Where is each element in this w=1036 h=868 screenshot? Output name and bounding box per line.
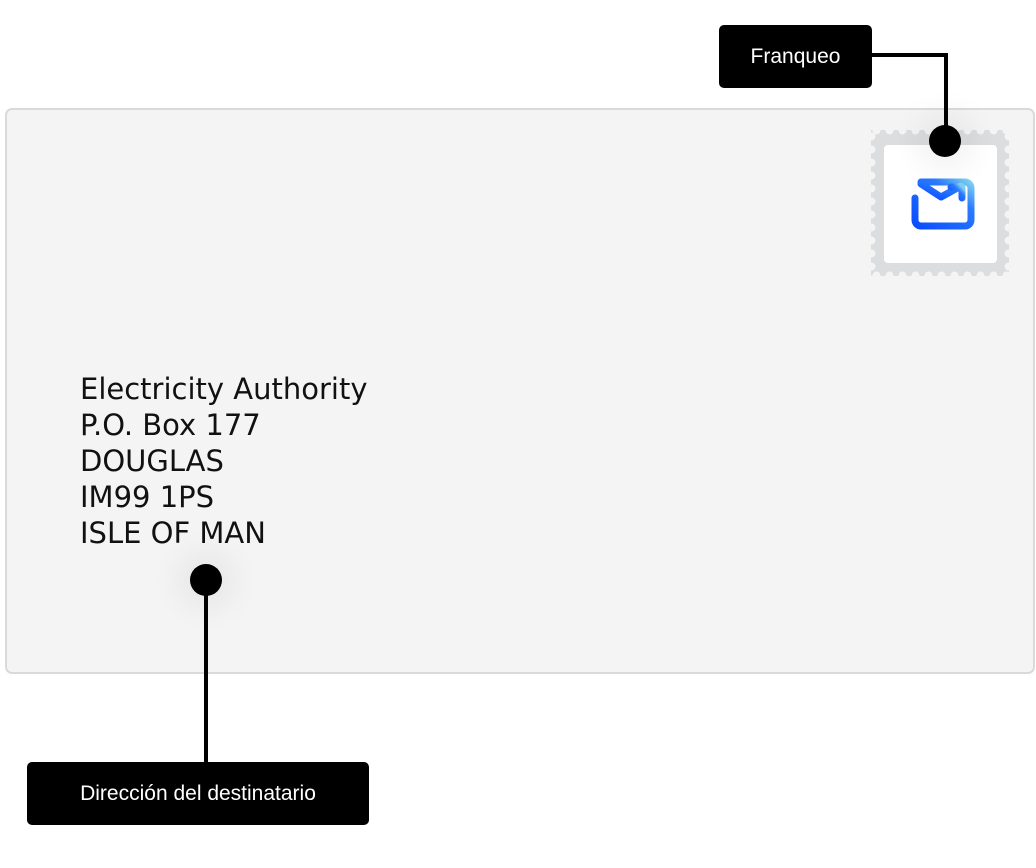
postage-label: Franqueo (719, 25, 872, 88)
postage-marker (929, 125, 961, 157)
address-line: ISLE OF MAN (80, 516, 266, 550)
recipient-connector (204, 580, 208, 764)
address-line: DOUGLAS (80, 444, 224, 478)
recipient-marker (190, 564, 222, 596)
address-line: IM99 1PS (80, 480, 215, 514)
postage-connector (944, 53, 948, 141)
address-line: Electricity Authority (80, 372, 368, 406)
address-line: P.O. Box 177 (80, 408, 261, 442)
recipient-address-label: Dirección del destinatario (27, 762, 369, 825)
mail-send-icon (911, 178, 975, 230)
postage-connector (870, 53, 948, 57)
stamp-face (884, 145, 997, 263)
recipient-address: Electricity Authority P.O. Box 177 DOUGL… (80, 371, 368, 551)
envelope (5, 108, 1035, 674)
